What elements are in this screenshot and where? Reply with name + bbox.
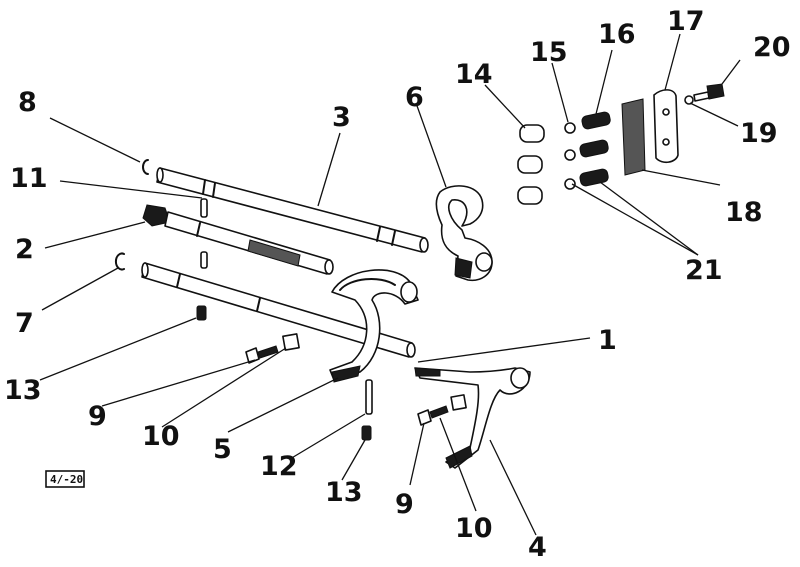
balls-15 bbox=[564, 122, 576, 190]
shift-fork-4 bbox=[414, 367, 531, 469]
callout-16: 16 bbox=[598, 19, 636, 50]
washer-19 bbox=[684, 95, 694, 105]
spring-13b bbox=[361, 425, 372, 441]
bolt-9a bbox=[245, 345, 279, 364]
shift-fork-5 bbox=[329, 269, 419, 383]
callout-2: 2 bbox=[15, 234, 34, 265]
callout-3: 3 bbox=[332, 102, 351, 133]
shift-rod-2 bbox=[142, 204, 334, 275]
leader-lines bbox=[39, 33, 741, 536]
figure-code-stamp: 4/-20 bbox=[45, 470, 85, 488]
pin-11 bbox=[200, 198, 208, 218]
callout-labels: 1 2 3 4 5 6 7 8 9 9 10 10 11 12 13 13 14… bbox=[4, 6, 791, 563]
bolt-20 bbox=[693, 83, 725, 102]
callout-8: 8 bbox=[18, 87, 37, 118]
callout-9a: 9 bbox=[88, 401, 107, 432]
callout-1: 1 bbox=[598, 325, 617, 356]
callout-20: 20 bbox=[753, 32, 791, 63]
callout-13a: 13 bbox=[4, 375, 42, 406]
callout-4: 4 bbox=[528, 532, 547, 563]
plug-set-14 bbox=[517, 124, 545, 205]
snap-ring-8 bbox=[142, 159, 149, 175]
callout-10b: 10 bbox=[455, 513, 493, 544]
callout-21: 21 bbox=[685, 255, 723, 286]
callout-11: 11 bbox=[10, 163, 48, 194]
callout-19: 19 bbox=[740, 118, 778, 149]
plate-17 bbox=[653, 89, 679, 164]
callout-15: 15 bbox=[530, 37, 568, 68]
bolt-9b bbox=[417, 405, 449, 426]
callout-6: 6 bbox=[405, 82, 424, 113]
washer-10a bbox=[282, 333, 300, 351]
pin-12 bbox=[365, 379, 373, 415]
callout-13b: 13 bbox=[325, 477, 363, 508]
springs-16 bbox=[579, 111, 611, 187]
callout-5: 5 bbox=[213, 434, 232, 465]
washer-10b bbox=[450, 394, 467, 411]
pin-11b bbox=[200, 251, 208, 269]
shift-fork-6 bbox=[435, 185, 493, 282]
shift-rod-1 bbox=[141, 262, 416, 358]
callout-10a: 10 bbox=[142, 421, 180, 452]
figure-code: 4/-20 bbox=[50, 473, 83, 486]
callout-7: 7 bbox=[15, 308, 34, 339]
shift-rod-3 bbox=[156, 167, 429, 253]
callout-17: 17 bbox=[667, 6, 705, 37]
callout-18: 18 bbox=[725, 197, 763, 228]
callout-12: 12 bbox=[260, 451, 298, 482]
callout-14: 14 bbox=[455, 59, 493, 90]
plate-18 bbox=[621, 98, 646, 176]
spring-13a bbox=[196, 305, 207, 321]
snap-ring-7 bbox=[114, 252, 125, 271]
callout-9b: 9 bbox=[395, 489, 414, 520]
